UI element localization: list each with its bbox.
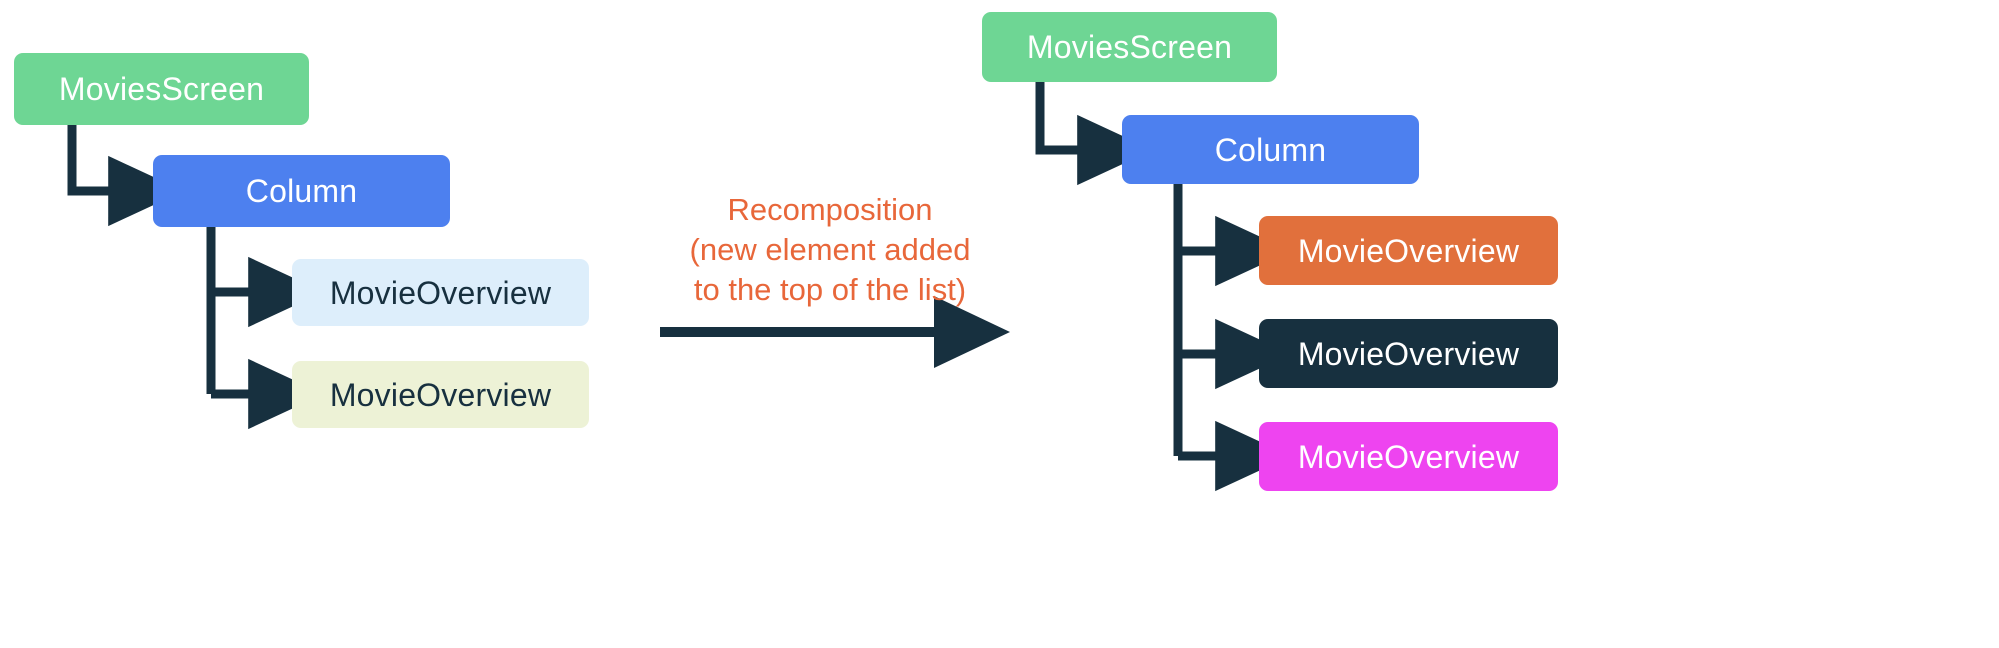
recomposition-label-line-3: to the top of the list) bbox=[693, 271, 967, 307]
node-after-movieoverview-2[interactable]: MovieOverview bbox=[1259, 319, 1558, 388]
node-after-movieoverview-3[interactable]: MovieOverview bbox=[1259, 422, 1558, 491]
edge-after-moviesscreen-to-column bbox=[1035, 82, 1153, 186]
node-label: MovieOverview bbox=[329, 376, 552, 413]
edge-before-moviesscreen-to-column bbox=[67, 125, 184, 227]
node-label: MovieOverview bbox=[1297, 438, 1520, 475]
edge-after-column-to-children bbox=[1173, 184, 1291, 492]
node-before-movieoverview-2[interactable]: MovieOverview bbox=[292, 361, 589, 428]
node-label: MoviesScreen bbox=[1026, 29, 1233, 65]
node-label: MovieOverview bbox=[1297, 335, 1520, 372]
node-label: Column bbox=[1214, 131, 1327, 168]
node-after-moviesscreen[interactable]: MoviesScreen bbox=[982, 12, 1277, 82]
recomposition-label-line-1: Recomposition bbox=[727, 192, 933, 227]
edge-before-column-to-children bbox=[206, 227, 324, 430]
node-before-movieoverview-1[interactable]: MovieOverview bbox=[292, 259, 589, 326]
recomposition-label: Recomposition (new element added to the … bbox=[660, 190, 1000, 310]
node-before-column[interactable]: Column bbox=[153, 155, 450, 227]
node-after-movieoverview-1[interactable]: MovieOverview bbox=[1259, 216, 1558, 285]
node-label: MovieOverview bbox=[1297, 232, 1520, 269]
node-after-column[interactable]: Column bbox=[1122, 115, 1419, 184]
node-label: MoviesScreen bbox=[58, 71, 265, 107]
node-label: Column bbox=[245, 173, 358, 209]
node-label: MovieOverview bbox=[329, 274, 552, 311]
recomposition-label-line-2: (new element added bbox=[689, 231, 971, 267]
node-before-moviesscreen[interactable]: MoviesScreen bbox=[14, 53, 309, 125]
